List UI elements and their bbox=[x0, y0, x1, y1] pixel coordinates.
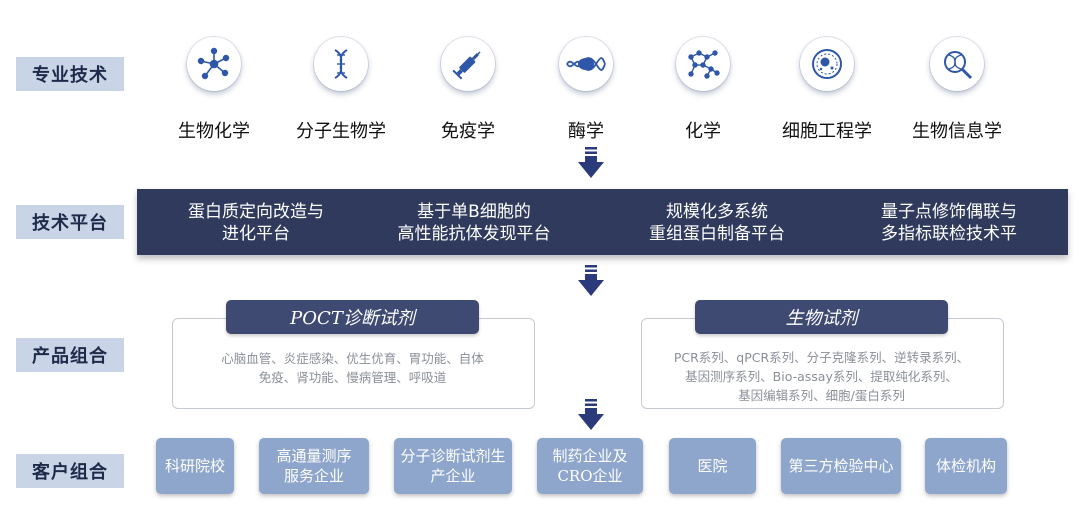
product-desc-line: PCR系列、qPCR系列、分子克隆系列、逆转录系列、 bbox=[673, 350, 970, 365]
tech-label: 酶学 bbox=[568, 121, 604, 142]
customer-label: 医院 bbox=[697, 457, 728, 475]
tech-item-molecular-biology: 分子生物学 bbox=[286, 37, 396, 143]
tech-label: 化学 bbox=[685, 121, 721, 142]
dna-magnifier-icon bbox=[930, 37, 984, 91]
platform-item: 蛋白质定向改造与 进化平台 bbox=[151, 201, 361, 245]
down-arrow-icon bbox=[578, 147, 604, 178]
molecule-network-icon bbox=[187, 37, 241, 91]
product-title-poct: POCT诊断试剂 bbox=[226, 300, 479, 334]
platform-line: 蛋白质定向改造与 bbox=[188, 202, 324, 222]
platform-line: 重组蛋白制备平台 bbox=[649, 224, 785, 244]
syringe-icon bbox=[441, 37, 495, 91]
chemical-lattice-icon bbox=[676, 37, 730, 91]
cell-icon bbox=[800, 37, 854, 91]
product-desc-bio-reagents: PCR系列、qPCR系列、分子克隆系列、逆转录系列、 基因测序系列、Bio-as… bbox=[641, 348, 1002, 405]
platform-item: 基于单B细胞的 高性能抗体发现平台 bbox=[369, 201, 579, 245]
dna-helix-icon bbox=[314, 37, 368, 91]
row-label-technology: 专业技术 bbox=[16, 57, 124, 91]
tech-label: 免疫学 bbox=[441, 121, 495, 142]
tech-label: 生物化学 bbox=[178, 121, 250, 142]
platform-item: 规模化多系统 重组蛋白制备平台 bbox=[612, 201, 822, 245]
tech-label: 生物信息学 bbox=[912, 121, 1002, 142]
row-label-customers: 客户组合 bbox=[16, 454, 124, 488]
tech-item-biochemistry: 生物化学 bbox=[159, 37, 269, 143]
tech-item-enzymology: 酶学 bbox=[531, 37, 641, 143]
platform-line: 规模化多系统 bbox=[666, 202, 768, 222]
platform-item: 量子点修饰偶联与 多指标联检技术平 bbox=[844, 201, 1054, 245]
customer-research-institutes: 科研院校 bbox=[156, 438, 234, 494]
tech-item-cell-engineering: 细胞工程学 bbox=[772, 37, 882, 143]
product-desc-line: 基因测序系列、Bio-assay系列、提取纯化系列、 bbox=[685, 369, 958, 384]
customer-third-party-labs: 第三方检验中心 bbox=[781, 438, 901, 494]
customer-diagnostic-manufacturers: 分子诊断试剂生 产企业 bbox=[394, 438, 512, 494]
tech-label: 分子生物学 bbox=[296, 121, 386, 142]
platform-line: 多指标联检技术平 bbox=[881, 224, 1017, 244]
customer-sequencing-services: 高通量测序 服务企业 bbox=[259, 438, 369, 494]
tech-item-immunology: 免疫学 bbox=[413, 37, 523, 143]
platform-line: 进化平台 bbox=[222, 224, 290, 244]
platform-bar: 蛋白质定向改造与 进化平台 基于单B细胞的 高性能抗体发现平台 规模化多系统 重… bbox=[137, 189, 1068, 255]
customer-label: 第三方检验中心 bbox=[788, 457, 894, 475]
product-desc-line: 免疫、肾功能、慢病管理、呼吸道 bbox=[258, 370, 447, 385]
row-label-platform: 技术平台 bbox=[16, 205, 124, 239]
product-title-bio-reagents: 生物试剂 bbox=[695, 300, 948, 334]
down-arrow-icon bbox=[578, 399, 604, 430]
enzyme-dna-icon bbox=[559, 37, 613, 91]
customer-health-checkup: 体检机构 bbox=[925, 438, 1007, 494]
tech-item-chemistry: 化学 bbox=[648, 37, 758, 143]
platform-line: 高性能抗体发现平台 bbox=[397, 224, 551, 244]
customer-label: 高通量测序 服务企业 bbox=[276, 447, 352, 485]
row-label-products: 产品组合 bbox=[16, 338, 124, 372]
platform-line: 量子点修饰偶联与 bbox=[881, 202, 1017, 222]
product-desc-line: 心脑血管、炎症感染、优生优育、胃功能、自体 bbox=[221, 351, 484, 366]
customer-hospitals: 医院 bbox=[669, 438, 756, 494]
tech-label: 细胞工程学 bbox=[782, 121, 872, 142]
platform-line: 基于单B细胞的 bbox=[417, 202, 531, 222]
customer-label: 制药企业及 CRO企业 bbox=[552, 447, 628, 485]
customer-pharma-cro: 制药企业及 CRO企业 bbox=[537, 438, 643, 494]
customer-label: 体检机构 bbox=[935, 457, 996, 475]
customer-label: 分子诊断试剂生 产企业 bbox=[400, 447, 506, 485]
tech-item-bioinformatics: 生物信息学 bbox=[902, 37, 1012, 143]
down-arrow-icon bbox=[578, 265, 604, 296]
customer-label: 科研院校 bbox=[164, 457, 225, 475]
product-desc-poct: 心脑血管、炎症感染、优生优育、胃功能、自体 免疫、肾功能、慢病管理、呼吸道 bbox=[172, 349, 533, 387]
product-desc-line: 基因编辑系列、细胞/蛋白系列 bbox=[738, 388, 905, 403]
